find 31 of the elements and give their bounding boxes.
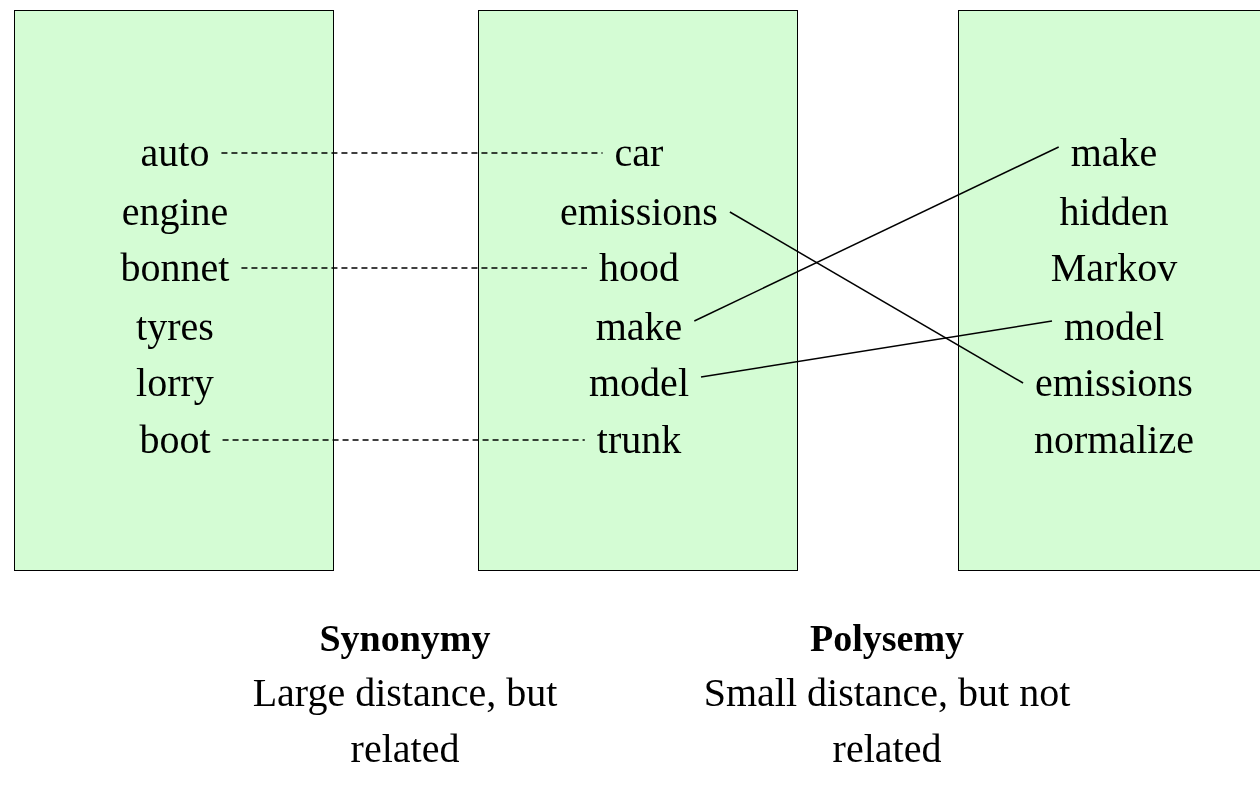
- term-text: hood: [599, 245, 679, 291]
- connector-line: [240, 267, 588, 269]
- document-box: [14, 10, 334, 571]
- term-text: hidden: [1059, 189, 1169, 235]
- term-text: bonnet: [120, 245, 230, 291]
- heading-text: Polysemy: [809, 616, 965, 661]
- term-text: emissions: [560, 189, 718, 235]
- term-text: engine: [121, 189, 229, 235]
- description-text: Large distance, but related: [251, 669, 559, 773]
- term-text: car: [614, 130, 664, 176]
- term-text: model: [589, 360, 689, 406]
- connector-line: [693, 146, 1060, 322]
- term-text: normalize: [1034, 417, 1194, 463]
- connector-line: [221, 439, 586, 441]
- term-text: auto: [140, 130, 210, 176]
- term-text: lorry: [136, 360, 214, 406]
- term-text: emissions: [1035, 360, 1193, 406]
- connector-line: [220, 152, 604, 154]
- term-text: model: [1064, 304, 1164, 350]
- term-text: boot: [139, 417, 211, 463]
- document-box: [478, 10, 798, 571]
- term-text: Markov: [1050, 245, 1178, 291]
- term-text: make: [595, 304, 683, 350]
- term-text: make: [1070, 130, 1158, 176]
- connector-line: [700, 320, 1053, 378]
- term-text: tyres: [136, 304, 214, 350]
- heading-text: Synonymy: [319, 616, 491, 661]
- document-box: [958, 10, 1260, 571]
- connector-line: [729, 211, 1024, 384]
- description-text: Small distance, but not related: [702, 669, 1072, 773]
- term-text: trunk: [596, 417, 682, 463]
